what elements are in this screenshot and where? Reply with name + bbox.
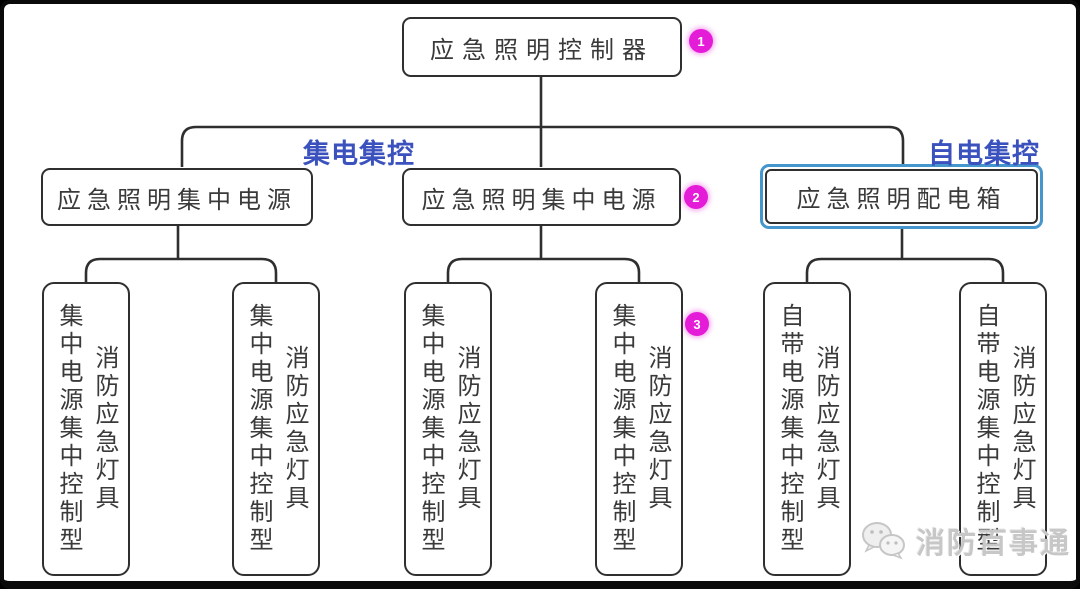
badge-3: 3 xyxy=(685,312,709,336)
luminaire-node-line2: 消防应急灯具 xyxy=(644,345,670,513)
node-distribution-box: 应急照明配电箱 xyxy=(765,169,1038,224)
branch-label-self-contained-power: 自电集控 xyxy=(928,139,1040,169)
luminaire-node-line2: 消防应急灯具 xyxy=(453,345,479,513)
branch-label-centralized-power: 集电集控 xyxy=(303,139,415,169)
wechat-icon xyxy=(862,522,905,560)
luminaire-node-line1: 自带电源集中控制型 xyxy=(776,303,802,555)
connector-lines xyxy=(84,77,1005,282)
luminaire-node-1: 集中电源集中控制型 消防应急灯具 xyxy=(42,282,130,576)
watermark-text: 消防百事通 xyxy=(916,528,1072,560)
luminaire-node-line1: 集中电源集中控制型 xyxy=(55,303,81,555)
luminaire-node-line1: 集中电源集中控制型 xyxy=(245,303,271,555)
watermark: 消防百事通 xyxy=(860,520,1071,562)
luminaire-node-4: 集中电源集中控制型 消防应急灯具 xyxy=(595,282,683,576)
badge-2: 2 xyxy=(684,185,708,209)
luminaire-node-line1: 集中电源集中控制型 xyxy=(417,303,443,555)
luminaire-node-line2: 消防应急灯具 xyxy=(812,345,838,513)
luminaire-node-5: 自带电源集中控制型 消防应急灯具 xyxy=(763,282,851,576)
node-label: 应急照明配电箱 xyxy=(796,187,1007,213)
badge-3-number: 3 xyxy=(693,316,701,332)
node-centralized-power-middle: 应急照明集中电源 xyxy=(402,168,681,226)
luminaire-node-line2: 消防应急灯具 xyxy=(1008,345,1034,513)
node-label: 应急照明集中电源 xyxy=(421,187,662,214)
luminaire-node-6: 自带电源集中控制型 消防应急灯具 xyxy=(959,282,1047,576)
luminaire-node-line1: 集中电源集中控制型 xyxy=(608,303,634,555)
badge-1-number: 1 xyxy=(697,33,705,49)
node-label: 应急照明集中电源 xyxy=(57,187,297,214)
badge-1: 1 xyxy=(689,29,713,53)
luminaire-node-2: 集中电源集中控制型 消防应急灯具 xyxy=(232,282,320,576)
root-node-label: 应急照明控制器 xyxy=(430,37,654,64)
badge-2-number: 2 xyxy=(692,189,700,205)
luminaire-node-line1: 自带电源集中控制型 xyxy=(972,303,998,555)
node-centralized-power-left: 应急照明集中电源 xyxy=(41,168,313,226)
root-node-emergency-lighting-controller: 应急照明控制器 xyxy=(402,17,682,77)
node-distribution-box-highlight: 应急照明配电箱 xyxy=(760,164,1043,229)
luminaire-node-line2: 消防应急灯具 xyxy=(91,345,117,513)
luminaire-node-3: 集中电源集中控制型 消防应急灯具 xyxy=(404,282,492,576)
luminaire-node-line2: 消防应急灯具 xyxy=(281,345,307,513)
